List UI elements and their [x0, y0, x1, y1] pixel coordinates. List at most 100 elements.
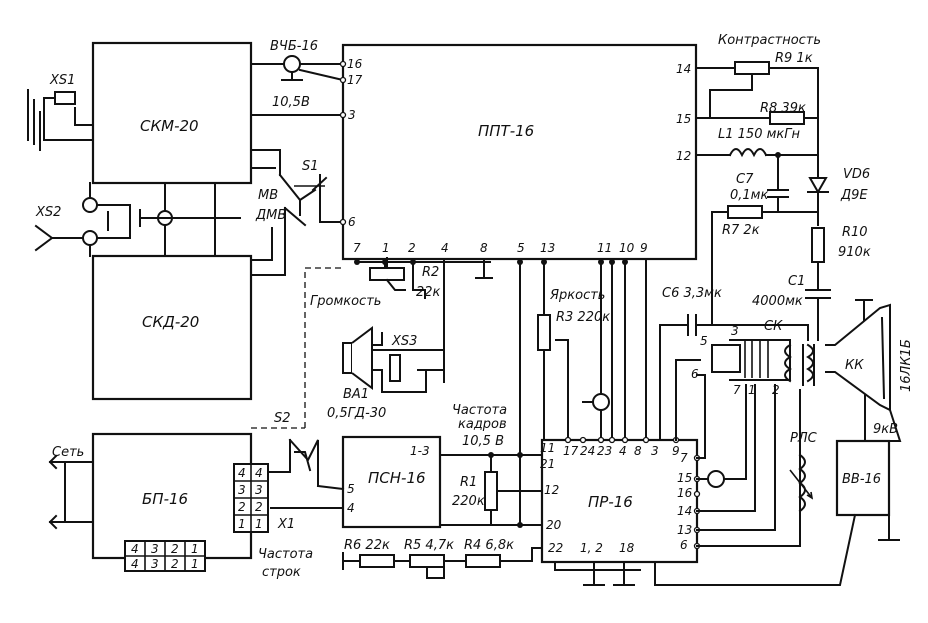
bp-pin: 4	[131, 557, 139, 571]
pin-17: 17	[563, 444, 579, 458]
mains-label: Сеть	[52, 445, 84, 460]
pin-16: 16	[677, 486, 693, 500]
pin-24: 24	[580, 444, 595, 458]
sk-pin-1: 1	[748, 383, 756, 397]
v105-psn-label: 10,5 В	[462, 434, 504, 449]
pin-22: 22	[548, 541, 563, 555]
x1-pin: 3	[255, 483, 263, 497]
vd6-label: VD6	[843, 167, 870, 182]
s2-label: S2	[274, 411, 291, 426]
ba1-label: ВА1	[343, 387, 369, 402]
ppt-right-pins: 14 15 12	[676, 62, 691, 163]
pin-13: 13	[677, 523, 692, 537]
bp-bottom-connector: 4 3 2 1 4 3 2 1	[124, 540, 206, 572]
x1-pin: 3	[238, 483, 246, 497]
xs3-label: XS3	[391, 334, 417, 349]
r4-label: R4 6,8к	[464, 538, 514, 553]
resistor-r10: R10 910к	[811, 225, 871, 291]
brightness-label: Яркость	[549, 288, 605, 303]
diode-vd6: VD6 Д9Е	[807, 167, 870, 226]
brightness-r3: Яркость R3 220к	[537, 288, 610, 441]
x1-pin: 1	[238, 517, 246, 531]
contrast-r9-r8: Контрастность R9 1к R8 39к	[695, 33, 821, 191]
vch-label: ВЧБ-16	[270, 39, 318, 54]
bp-pin: 3	[151, 557, 159, 571]
pin-5: 5	[347, 482, 355, 496]
r7-label: R7 2к	[722, 223, 760, 238]
pin-5: 5	[517, 241, 525, 255]
linearity-rls: РЛС	[789, 389, 818, 513]
r3-label: R3 220к	[556, 310, 610, 325]
r1-value: 220к	[452, 494, 485, 509]
dashed-link	[251, 267, 345, 429]
l1-label: L1 150 мкГн	[718, 127, 800, 142]
skm-skd-interconnect: МВ ДМВ	[139, 149, 286, 276]
pr-top-feed	[582, 393, 610, 441]
sk-feed	[675, 359, 706, 441]
sk-label: СК	[764, 319, 783, 334]
contrast-label: Контрастность	[718, 33, 821, 48]
sk-pin-2: 2	[772, 383, 780, 397]
c6-label: C6 3,3мк	[662, 286, 722, 301]
r6-label: R6 22к	[344, 538, 390, 553]
psn16-label: ПСН-16	[368, 469, 426, 487]
inductor-l1: L1 150 мкГн C7 0,1мк	[695, 127, 819, 213]
block-bp16: БП-16	[91, 432, 253, 560]
capacitor-c6: C6 3,3мк	[659, 286, 809, 441]
pin-8: 8	[480, 241, 488, 255]
deflection-sk: СК 3 5 6 7 1 2	[691, 319, 815, 397]
block-skd20: СКД-20	[91, 254, 253, 401]
pin-15: 15	[676, 112, 691, 126]
resistor-r7: R7 2к	[711, 205, 779, 326]
line-freq-label-2: строк	[262, 565, 301, 580]
pin-6: 6	[348, 215, 356, 229]
c1-label: C1	[788, 274, 805, 289]
pr-bottom-pins: 22 1, 2 18	[548, 513, 857, 586]
connector-xs1: XS1	[27, 73, 94, 151]
pin-6: 6	[680, 538, 688, 552]
bp-pin: 2	[171, 542, 179, 556]
volume-r2: Громкость R2 22к	[310, 257, 441, 309]
switch-s1: S1 10,5В	[250, 95, 344, 227]
frame-freq-r1: Частота кадров 10,5 В R1 220к 11 21 12 2…	[439, 403, 562, 532]
dmv-label: ДМВ	[255, 208, 286, 223]
ppt-bottom-pins: 7 1 2 4 8 5 13 11 10 9	[353, 241, 648, 526]
v105-label: 10,5В	[272, 95, 310, 110]
pin-18: 18	[619, 541, 635, 555]
skd20-label: СКД-20	[142, 313, 199, 331]
ppt16-label: ППТ-16	[478, 122, 534, 140]
pin-8: 8	[634, 444, 642, 458]
x1-pin: 1	[255, 517, 263, 531]
vch-b16: ВЧБ-16	[250, 39, 345, 82]
pin-11: 11	[597, 241, 612, 255]
line-freq-chain: Частота строк R6 22к R5 4,7к R4 6,8к	[258, 538, 543, 580]
r10-label: R10	[842, 225, 868, 240]
bp-pin: 3	[151, 542, 159, 556]
kk-label: КК	[845, 358, 864, 373]
r10-value: 910к	[838, 245, 871, 260]
s1-label: S1	[302, 159, 319, 174]
capacitor-c1: C1 4000мк	[752, 274, 831, 341]
pin-23: 23	[597, 444, 612, 458]
skm20-label: СКМ-20	[140, 117, 199, 135]
pin-9: 9	[672, 444, 680, 458]
r1-label: R1	[460, 475, 477, 490]
ba1-value: 0,5ГД-30	[327, 406, 386, 421]
vv16-label: ВВ-16	[842, 472, 881, 487]
bp16-label: БП-16	[142, 490, 188, 508]
pin-13: 13	[540, 241, 555, 255]
frame-freq-label-2: кадров	[458, 417, 507, 432]
speaker-ba1: XS3 ВА1 0,5ГД-30	[327, 326, 445, 421]
sk-pin-6: 6	[691, 367, 699, 381]
r9-label: R9 1к	[775, 51, 813, 66]
c7-value: 0,1мк	[730, 188, 768, 203]
block-pr16: ПР-16	[540, 438, 699, 564]
block-ppt16: ППТ-16	[341, 43, 698, 261]
sk-pin-3: 3	[731, 324, 739, 338]
pin-4: 4	[347, 501, 355, 515]
x1-pin: 2	[255, 500, 263, 514]
block-psn16: ПСН-16	[341, 435, 442, 529]
crt-label: 16ЛК1Б	[899, 339, 914, 392]
pin-7: 7	[680, 451, 688, 465]
pin-3: 3	[651, 444, 659, 458]
